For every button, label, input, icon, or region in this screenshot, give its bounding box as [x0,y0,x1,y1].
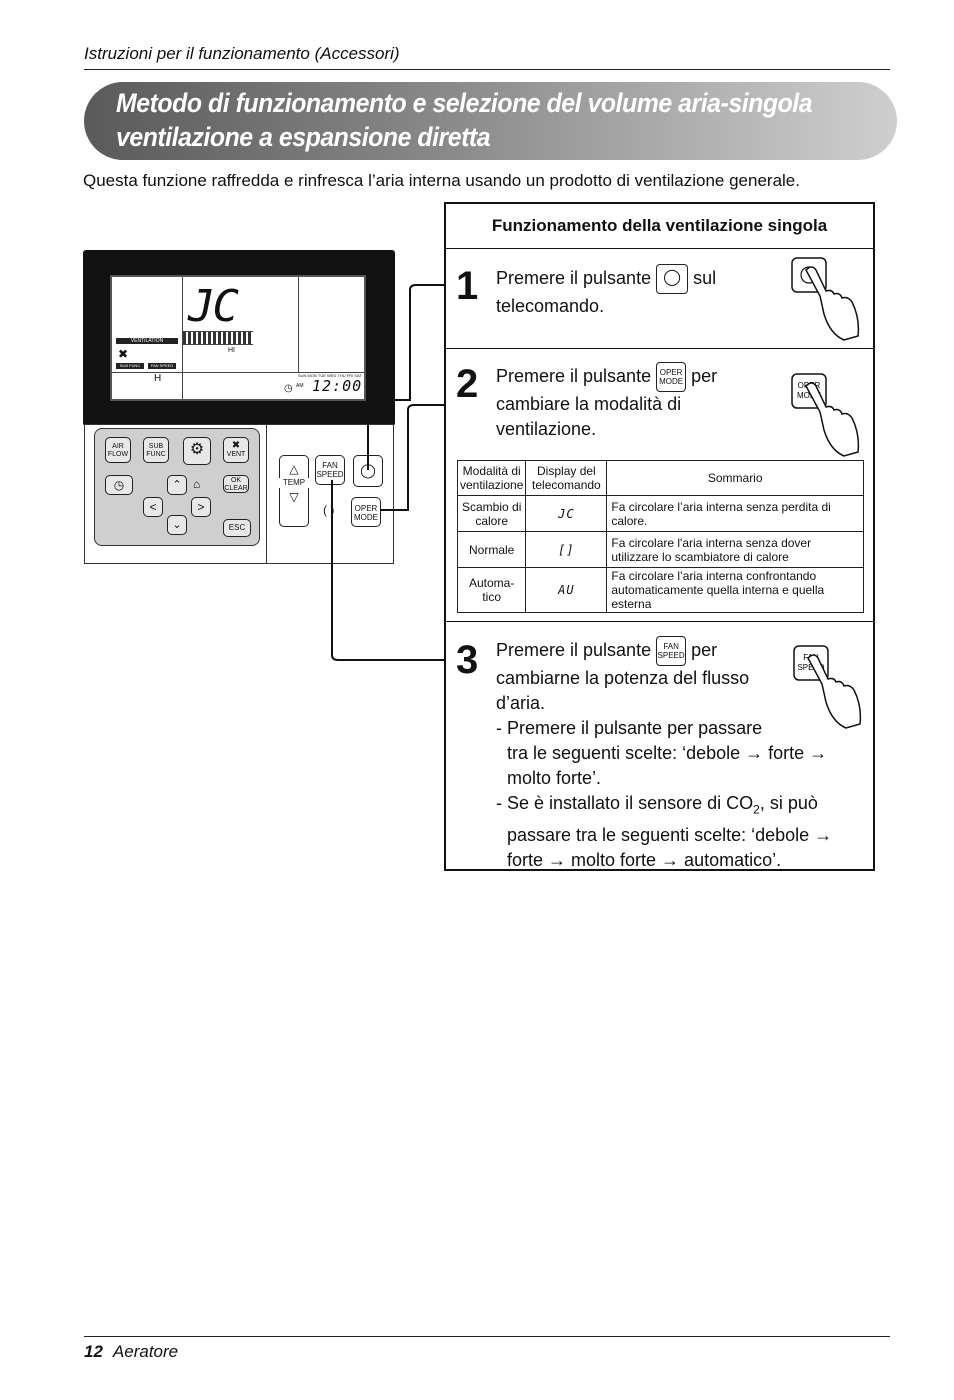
step-1-text: Premere il pulsante ◯ sul telecomando. [496,264,796,319]
gear-button[interactable]: ⚙ [183,437,211,465]
step-1-number: 1 [456,264,479,308]
panel-title: Funzionamento della ventilazione singola [491,216,828,235]
triangle-up-icon: △ [289,462,299,476]
hand-press-icon: OPER MODE [791,373,860,457]
lcd-fanspeed-label: FAN SPEED [148,363,176,369]
lcd-clock: 12:00 [312,377,363,395]
page-number: 12 [84,1342,103,1361]
lcd-am-label: AM [296,383,304,389]
table-header: Sommario [606,460,864,496]
header-rule [84,69,890,70]
panel-divider [446,621,875,622]
remote-lcd-display: JC HI VENTILATION ✖ SUB FUNC FAN SPEED H… [110,275,366,401]
table-header: Modalità di ventilazione [456,460,527,496]
mode-cell: Scambio di calore [456,495,527,532]
footer-rule [84,1336,890,1337]
modes-table: Modalità di ventilazione Display del tel… [456,460,864,613]
table-row: Automa-tico AU Fa circolare l’aria inter… [456,567,864,613]
panel-divider [446,348,875,349]
lcd-mode-glyph: JC [188,281,239,332]
down-button[interactable]: ⌄ [167,515,187,535]
footer-title: Aeratore [112,1342,179,1361]
summary-cell: Fa circolare l'aria interna senza dover … [606,531,864,568]
instruction-panel [444,202,875,871]
page-footer: 12 Aeratore [84,1342,178,1362]
temp-label: TEMP [272,478,316,488]
lcd-h-label: H [154,373,162,384]
step-3-number: 3 [456,638,479,682]
display-cell: [] [525,531,608,568]
mode-cell: Normale [456,531,527,568]
table-header: Display del telecomando [525,460,608,496]
vent-icon: ✖ [231,440,241,451]
hand-press-icon [791,257,860,341]
left-button[interactable]: < [143,497,163,517]
triangle-down-icon: ▽ [289,490,299,504]
chevron-left-icon: < [149,500,157,514]
svg-text:SPEED: SPEED [797,663,824,672]
lcd-fan-bar [182,331,253,345]
clock-icon: ◷ [284,383,293,394]
up-button[interactable]: ⌃ [167,475,187,495]
running-header: Istruzioni per il funzionamento (Accesso… [84,44,400,63]
power-button-icon: ◯ [656,264,689,294]
summary-cell: Fa circolare l’aria interna senza perdit… [606,495,864,532]
temp-rocker[interactable]: △ TEMP ▽ [272,455,316,527]
section-title: Metodo di funzionamento e selezione del … [116,88,813,152]
gear-icon: ⚙ [189,441,205,458]
clock-icon: ◷ [113,478,125,492]
timer-button[interactable]: ◷ [105,475,133,495]
summary-cell: Fa circolare l’aria interna confrontando… [606,567,864,613]
chevron-up-icon: ⌃ [172,479,182,491]
chevron-down-icon: ⌄ [172,519,182,531]
lcd-subfunc-label: SUB FUNC [116,363,144,369]
lcd-days: SUN MON TUE WED THU FRI SAT [298,373,362,378]
lcd-vent-label: VENTILATION [116,338,178,344]
svg-text:MODE: MODE [797,391,821,400]
display-cell: AU [525,567,608,613]
table-row: Scambio di calore JC Fa circolare l’aria… [456,495,864,532]
right-button[interactable]: > [191,497,211,517]
lcd-hi-label: HI [228,347,235,354]
intro-paragraph: Questa funzione raffredda e rinfresca l’… [83,171,800,190]
chevron-right-icon: > [197,500,205,514]
esc-button[interactable]: ESC [223,519,251,537]
home-icon: ⌂ [193,477,201,491]
mode-cell: Automa-tico [456,567,527,613]
display-cell: JC [525,495,608,532]
hand-press-icon: FAN SPEED [793,645,862,729]
sensor-icon: ( ) [323,503,335,517]
title-banner [84,82,897,160]
step-2-number: 2 [456,362,479,406]
vent-fan-icon: ✖ [118,347,129,361]
panel-divider [446,248,875,249]
vent-button[interactable]: ✖VENT [223,437,249,463]
table-row: Normale [] Fa circolare l'aria interna s… [456,531,864,568]
